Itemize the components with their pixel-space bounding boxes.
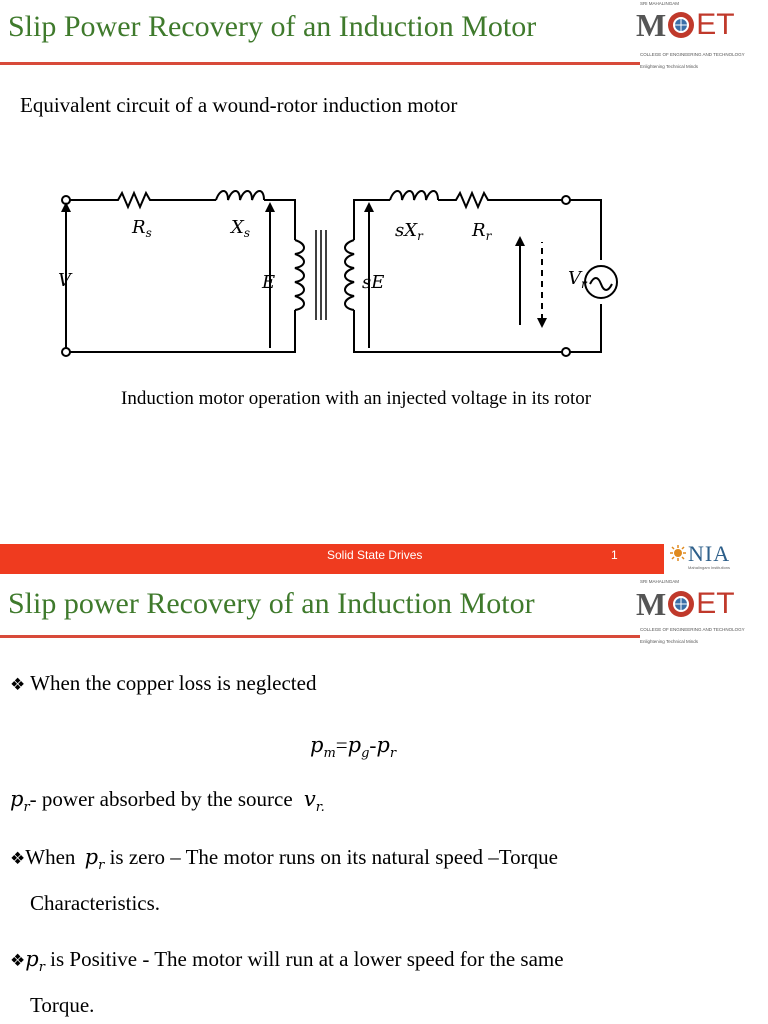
svg-text:sXr: sXr — [395, 220, 424, 243]
gear-globe-icon — [668, 591, 695, 617]
bullet-copper-loss: ❖ When the copper loss is neglected — [10, 671, 317, 695]
svg-text:Rr: Rr — [471, 220, 493, 243]
arrow-head — [265, 202, 275, 212]
svg-text:Xs: Xs — [229, 217, 250, 240]
logo-college: COLLEGE OF ENGINEERING AND TECHNOLOGY — [640, 627, 745, 632]
logo-motto: Enlightening Technical Minds — [640, 64, 698, 69]
transformer-core — [315, 230, 327, 320]
svg-text:sE: sE — [362, 272, 384, 293]
logo-college: COLLEGE OF ENGINEERING AND TECHNOLOGY — [640, 52, 745, 57]
diamond-bullet-icon: ❖ — [10, 675, 26, 695]
resistor-rr — [438, 190, 562, 210]
slide-title: Slip Power Recovery of an Induction Moto… — [8, 10, 537, 43]
title-rule — [0, 62, 640, 65]
power-equation: pm=pg-pr — [310, 733, 397, 762]
terminal — [61, 347, 71, 357]
diamond-bullet-icon: ❖ — [10, 951, 26, 971]
logo-motto: Enlightening Technical Minds — [640, 639, 698, 644]
bullet-pr-zero-cont: Characteristics. — [30, 891, 161, 915]
bullet-pr-positive-cont: Torque. — [30, 993, 95, 1017]
moet-logo: SRI MAHALINGAM M ET COLLEGE OF ENGINEERI… — [636, 0, 766, 69]
title-rule — [0, 635, 640, 638]
footer-text: Solid State Drives — [327, 548, 423, 562]
pr-definition: pr- power absorbed by the source vr. — [10, 787, 325, 816]
arrow-head — [61, 202, 71, 212]
secondary-coil — [344, 239, 355, 311]
arrow-head — [537, 318, 547, 328]
svg-text:V: V — [58, 270, 73, 291]
logo-mark: M ET — [636, 587, 735, 621]
svg-text:Vr: Vr — [568, 268, 588, 291]
logo-tagline: SRI MAHALINGAM — [640, 1, 680, 6]
moet-logo: SRI MAHALINGAM M ET COLLEGE OF ENGINEERI… — [636, 579, 766, 644]
logo-letter-m: M — [636, 586, 667, 622]
arrow-head — [515, 236, 525, 246]
primary-coil — [294, 239, 305, 311]
nia-text: NIA — [688, 541, 731, 566]
nia-subtext: Mahalingam Institutions — [688, 565, 731, 570]
resistor-rs — [66, 190, 216, 210]
inductor-xs — [215, 190, 265, 201]
logo-mark: M ET — [636, 8, 735, 42]
logo-letters-et: ET — [696, 587, 735, 620]
logo-letter-m: M — [636, 7, 667, 43]
slide-1: Slip Power Recovery of an Induction Moto… — [0, 0, 768, 575]
logo-letters-et: ET — [696, 8, 735, 41]
bullet-pr-positive: ❖pr is Positive - The motor will run at … — [10, 947, 564, 976]
slide-2: Slip power Recovery of an Induction Moto… — [0, 575, 768, 1024]
logo-tagline: SRI MAHALINGAM — [640, 579, 680, 584]
gear-globe-icon — [668, 12, 695, 38]
terminal — [561, 195, 571, 205]
bullet-pr-zero: ❖When pr is zero – The motor runs on its… — [10, 845, 558, 874]
svg-text:E: E — [261, 272, 275, 293]
diamond-bullet-icon: ❖ — [10, 849, 26, 869]
sun-icon — [670, 545, 686, 561]
page-number: 1 — [611, 548, 618, 562]
inductor-sxr — [389, 190, 439, 201]
circuit-caption: Induction motor operation with an inject… — [121, 388, 592, 409]
terminal — [561, 347, 571, 357]
source-vr — [584, 265, 618, 299]
slide-title: Slip power Recovery of an Induction Moto… — [8, 587, 535, 620]
svg-text:Rs: Rs — [131, 217, 152, 240]
slide-subtitle: Equivalent circuit of a wound-rotor indu… — [20, 93, 458, 117]
footer-bar — [0, 544, 664, 574]
nia-logo: NIA Mahalingam Institutions — [670, 541, 768, 575]
equivalent-circuit-diagram: Rs Xs V E sE sXr Rr Vr Induction motor o… — [58, 190, 618, 409]
arrow-head — [364, 202, 374, 212]
